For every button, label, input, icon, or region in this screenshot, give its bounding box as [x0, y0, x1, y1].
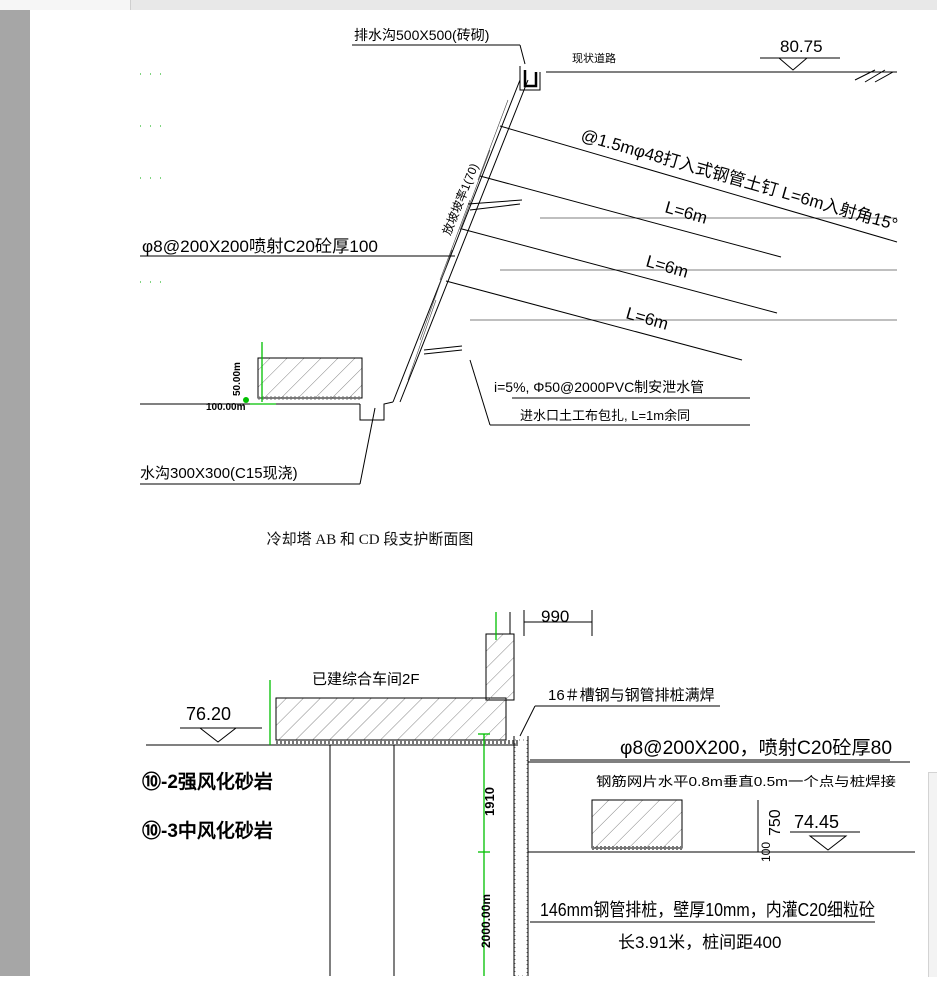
- layer-2-label: ⑩-3中风化砂岩: [142, 819, 273, 842]
- building-label: 已建综合车间2F: [312, 671, 420, 688]
- drain-pipe-spec-1: i=5%, Φ50@2000PVC制安泄水管: [494, 379, 704, 395]
- dim-100: 100: [759, 842, 773, 862]
- drawing-1-labels: 排水沟500X500(砖砌) 现状道路 80.75 @1.5mφ48打入式钢管土…: [140, 27, 900, 482]
- road-label: 现状道路: [572, 51, 616, 65]
- dim-990: 990: [541, 607, 569, 626]
- drawing-1-slope-section: [140, 44, 898, 485]
- dim-horizontal: 100.00m: [206, 402, 246, 413]
- side-panel-edge[interactable]: [928, 772, 937, 977]
- right-elevation: 74.45: [794, 812, 839, 832]
- weld-label: 16＃槽钢与钢管排桩满焊: [548, 687, 715, 704]
- nail-length-3: L=6m: [624, 304, 671, 334]
- document-tab[interactable]: [0, 0, 131, 10]
- layer-1-label: ⑩-2强风化砂岩: [142, 770, 273, 793]
- pile-spec-1: 146mm钢管排桩，壁厚10mm，内灌C20细粒砼: [540, 900, 875, 920]
- dim-750: 750: [767, 809, 784, 836]
- dim-2000: 2000.00m: [479, 894, 493, 948]
- drain-pipe-spec-2: 进水口土工布包扎, L=1m余同: [520, 408, 690, 423]
- mesh-spec-2: φ8@200X200，喷射C20砼厚80: [620, 737, 892, 759]
- pile-spec-2: 长3.91米，桩间距400: [618, 933, 781, 952]
- left-elevation: 76.20: [186, 704, 231, 724]
- mesh-spec: φ8@200X200喷射C20砼厚100: [142, 237, 378, 256]
- viewer-left-margin: [0, 10, 30, 976]
- drawing-2-pile-section: [146, 610, 915, 977]
- drawing-canvas: 排水沟500X500(砖砌) 现状道路 80.75 @1.5mφ48打入式钢管土…: [140, 27, 915, 977]
- figure-caption: 冷却塔 AB 和 CD 段支护断面图: [266, 532, 474, 548]
- nail-length-1: L=6m: [663, 198, 710, 228]
- dim-1910: 1910: [482, 787, 497, 816]
- mesh-detail: 钢筋网片水平0.8m垂直0.5m一个点与桩焊接: [596, 774, 896, 789]
- document-page: 排水沟500X500(砖砌) 现状道路 80.75 @1.5mφ48打入式钢管土…: [30, 10, 937, 977]
- drain-label: 排水沟500X500(砖砌): [354, 27, 489, 43]
- ditch-label: 水沟300X300(C15现浇): [140, 465, 298, 482]
- nail-length-2: L=6m: [644, 252, 691, 282]
- viewer-tab-strip: [0, 0, 937, 10]
- top-elevation: 80.75: [780, 37, 823, 56]
- dim-vertical: 50.00m: [232, 362, 243, 396]
- drawing-2-labels: 990 已建综合车间2F 76.20 16＃槽钢与钢管排桩满焊 φ8@200X2…: [142, 607, 896, 952]
